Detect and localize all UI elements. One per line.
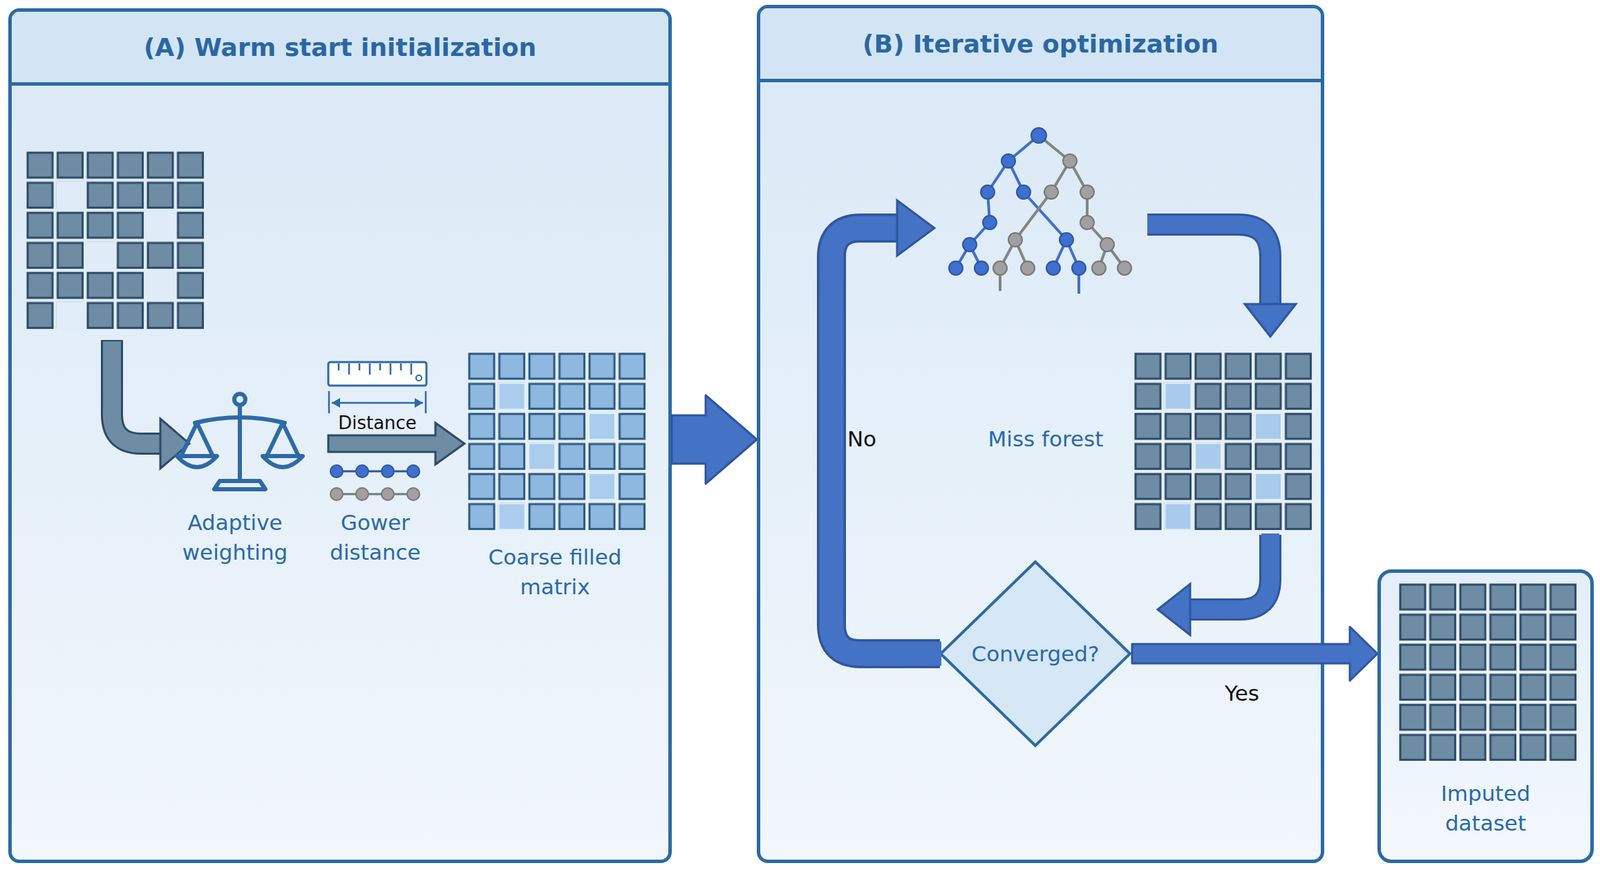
stage-panel: (A) Warm start initialization <box>8 8 672 864</box>
step-label: Coarse filled matrix <box>464 542 646 603</box>
decision-text: Converged? <box>971 641 1100 667</box>
decision-diamond: Converged? <box>938 559 1133 748</box>
panel-title: (B) Iterative optimization <box>862 29 1219 59</box>
diamond-shape <box>940 561 1131 746</box>
output-box: Imputed dataset <box>1377 569 1594 864</box>
flow-arrow <box>671 395 757 484</box>
flow-arrow <box>1132 626 1378 681</box>
step-label: Adaptive weighting <box>165 507 305 569</box>
panel-header: (A) Warm start initialization <box>11 11 669 86</box>
edge-label: Yes <box>1210 678 1274 709</box>
arrow-label: Distance <box>322 410 433 436</box>
step-label: Miss forest <box>962 424 1129 455</box>
panel-header: (B) Iterative optimization <box>760 8 1321 83</box>
step-label: Gower distance <box>316 507 435 569</box>
panel-title: (A) Warm start initialization <box>143 33 537 62</box>
box-label: Imputed dataset <box>1413 778 1559 840</box>
branch-label: No <box>834 424 890 455</box>
